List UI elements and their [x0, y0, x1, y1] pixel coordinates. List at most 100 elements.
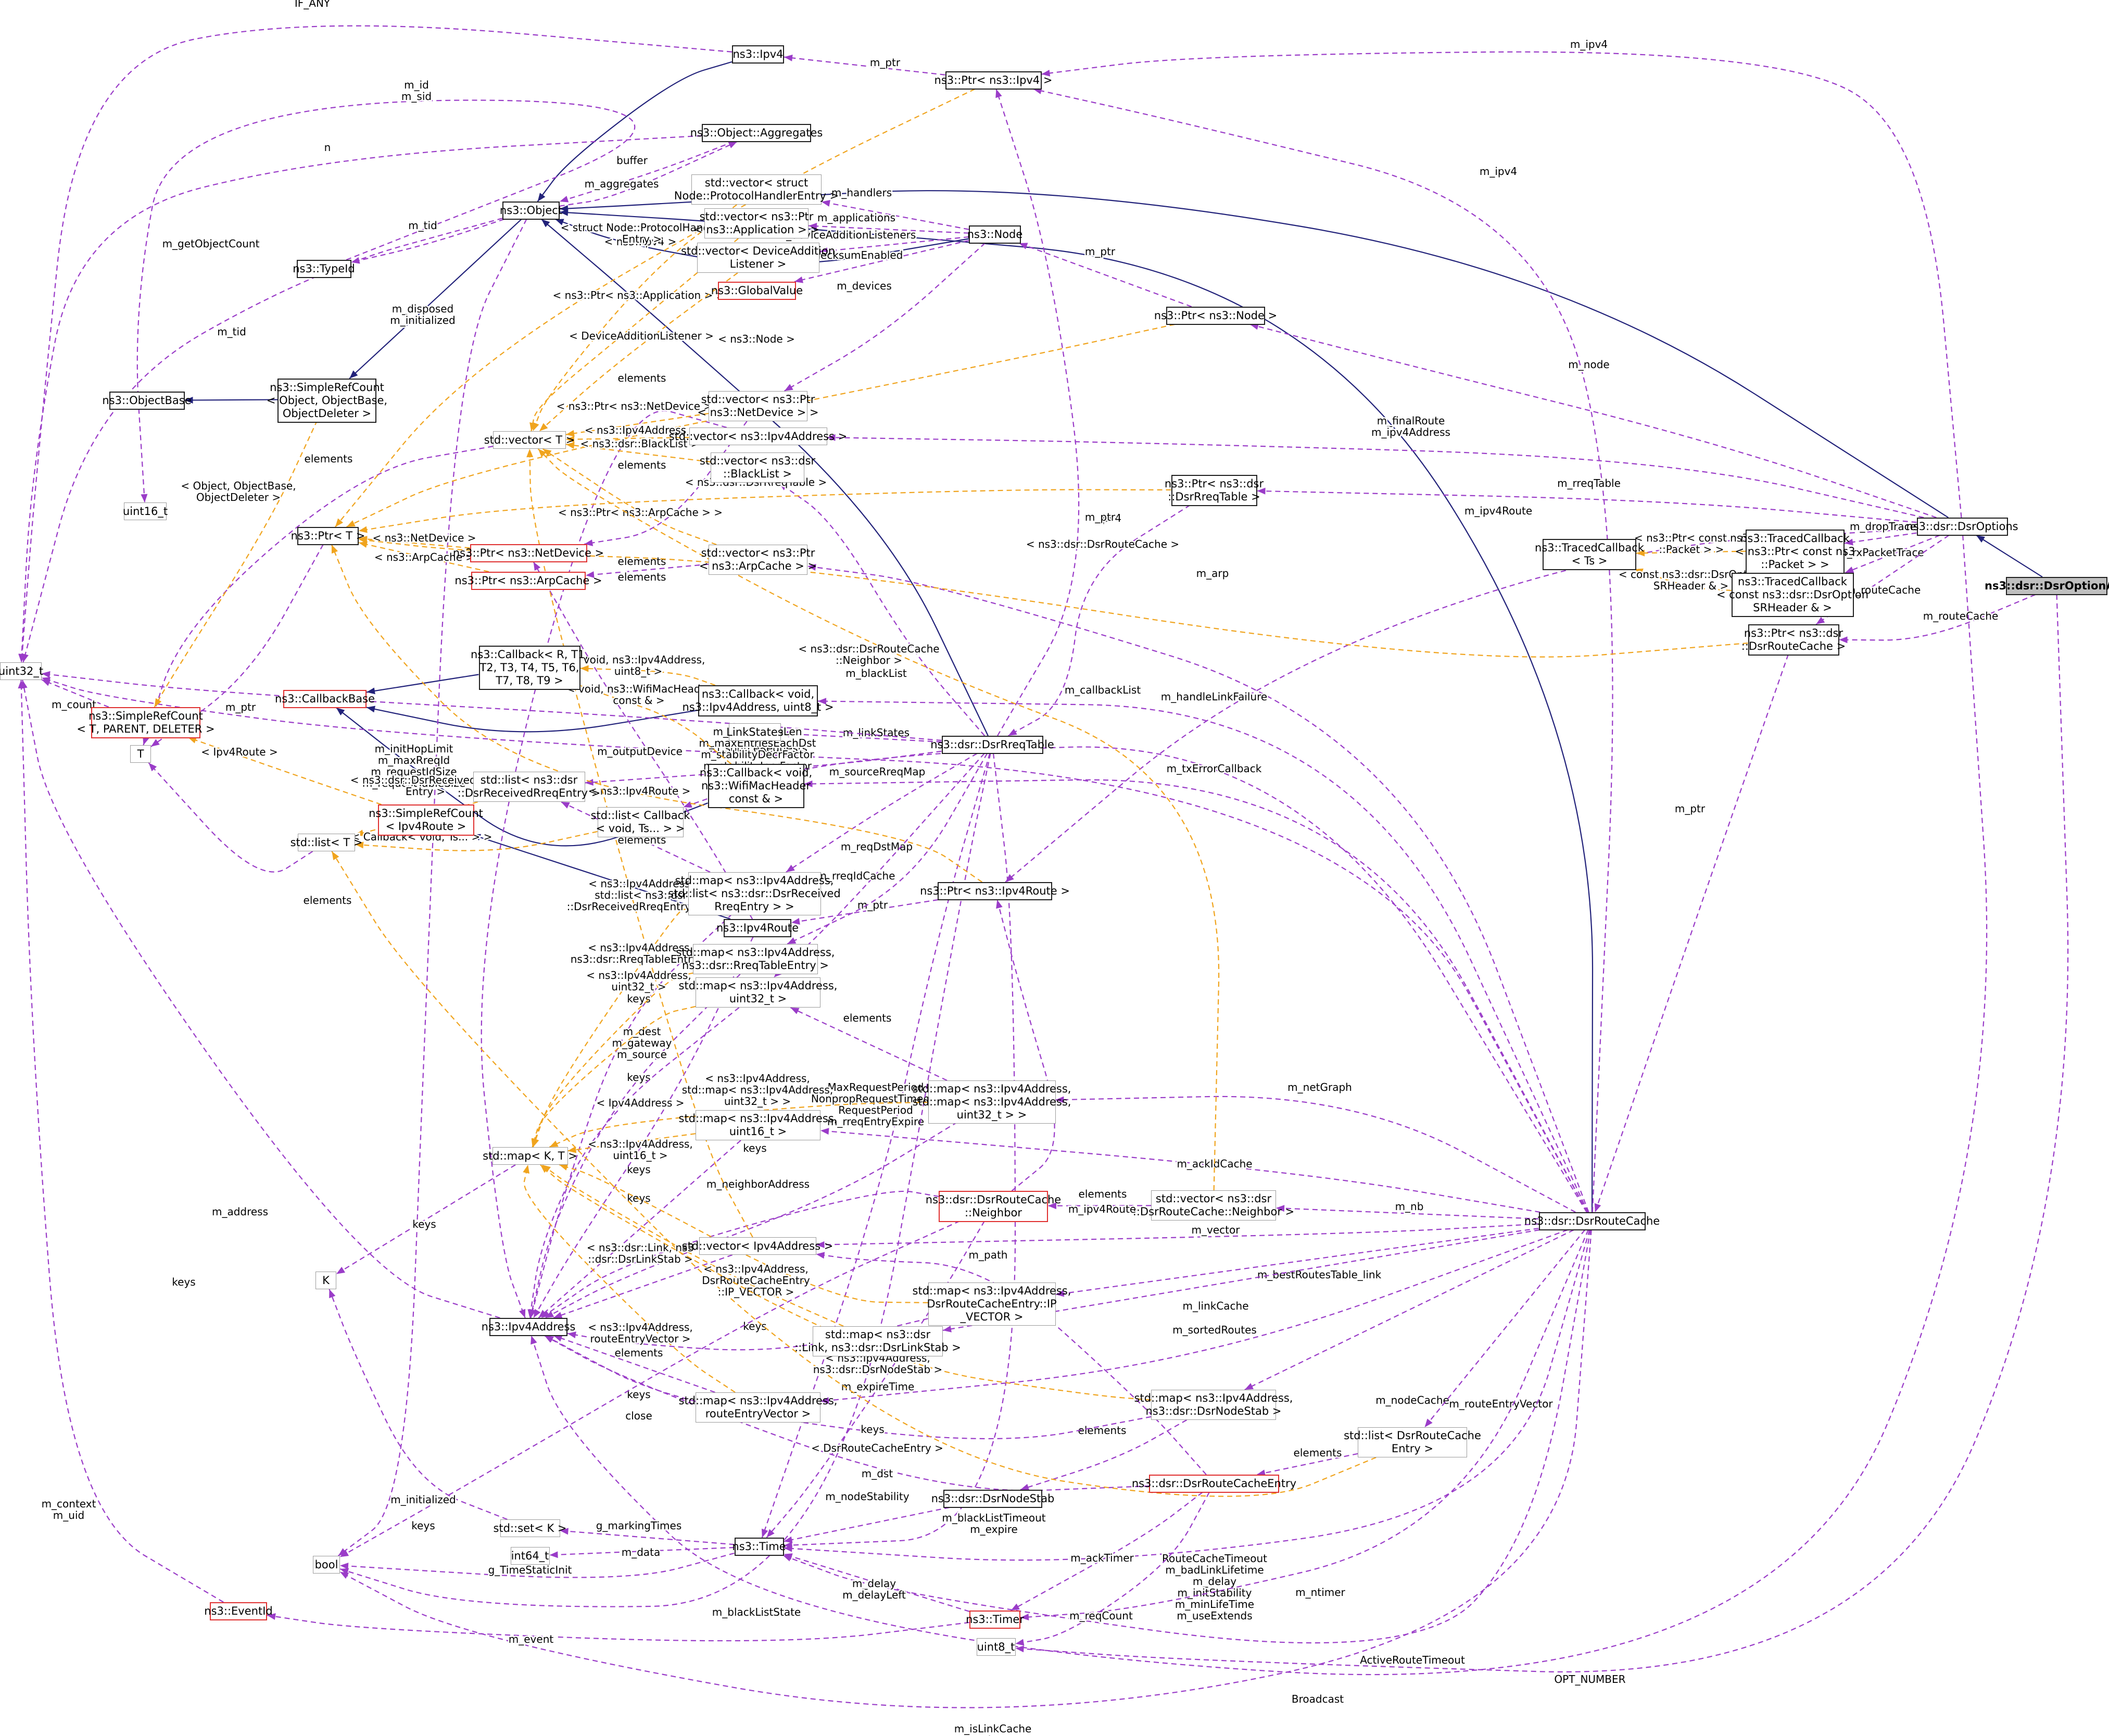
- class-node-dsroptions[interactable]: ns3::dsr::DsrOptions: [1906, 518, 2018, 536]
- arrowhead: [1845, 567, 1854, 573]
- edge: [559, 141, 738, 207]
- class-node-uint8[interactable]: uint8_t: [976, 1638, 1016, 1656]
- edge-label: m_vector: [1192, 1224, 1241, 1236]
- class-node-cb_wmh[interactable]: ns3::Callback< void, ns3::WifiMacHeader …: [700, 764, 812, 808]
- edge: [366, 707, 699, 733]
- class-node-aggregates[interactable]: ns3::Object::Aggregates: [690, 124, 823, 142]
- class-node-ptr_ipv4[interactable]: ns3::Ptr< ns3::Ipv4 >: [934, 71, 1052, 90]
- class-node-map_link[interactable]: std::map< ns3::dsr ::Link, ns3::dsr::Dsr…: [794, 1326, 961, 1356]
- class-node-objectbase[interactable]: ns3::ObjectBase: [102, 392, 192, 410]
- class-node-map_rr[interactable]: std::map< ns3::Ipv4Address, std::list< n…: [668, 872, 841, 915]
- class-node-vec_dal[interactable]: std::vector< DeviceAddition Listener >: [681, 243, 835, 273]
- class-node-src_obj[interactable]: ns3::SimpleRefCount < Object, ObjectBase…: [267, 379, 387, 423]
- class-node-tc_pkt[interactable]: ns3::TracedCallback < ns3::Ptr< const ns…: [1735, 530, 1855, 574]
- class-node-vec_nb[interactable]: std::vector< ns3::dsr ::DsrRouteCache::N…: [1133, 1190, 1294, 1221]
- edge: [529, 448, 753, 1238]
- class-node-ptr_arp[interactable]: ns3::Ptr< ns3::ArpCache >: [454, 572, 602, 590]
- edge-label: m_netGraph: [1287, 1081, 1352, 1093]
- arrowhead: [794, 276, 804, 283]
- class-node-uint16[interactable]: uint16_t: [123, 502, 168, 520]
- class-node-time[interactable]: ns3::Time: [732, 1538, 786, 1556]
- class-node-list_t[interactable]: std::list< T >: [291, 834, 362, 851]
- class-node-vec_arp[interactable]: std::vector< ns3::Ptr < ns3::ArpCache > …: [699, 545, 817, 575]
- edge-label: < DeviceAdditionListener >: [569, 330, 714, 342]
- arrowhead: [1041, 70, 1051, 77]
- class-node-cb_ip8[interactable]: ns3::Callback< void, ns3::Ipv4Address, u…: [682, 685, 834, 716]
- class-node-cb_r[interactable]: ns3::Callback< R, T1, T2, T3, T4, T5, T6…: [471, 646, 588, 690]
- class-node-ack[interactable]: ns3::dsr::DsrOptionAck: [1985, 577, 2109, 595]
- class-node-ptr_route[interactable]: ns3::Ptr< ns3::Ipv4Route >: [920, 882, 1070, 900]
- class-node-vec_app[interactable]: std::vector< ns3::Ptr < ns3::Application…: [693, 208, 819, 238]
- edge-label: keys: [411, 1519, 435, 1532]
- class-node-list_cb[interactable]: std::list< Callback < void, Ts... > >: [591, 807, 690, 837]
- class-node-vec_bl[interactable]: std::vector< ns3::dsr ::BlackList >: [700, 452, 815, 483]
- class-node-vec_ip[interactable]: std::vector< ns3::Ipv4Address >: [669, 427, 847, 445]
- class-node-ptr_nd[interactable]: ns3::Ptr< ns3::NetDevice >: [453, 544, 604, 562]
- edge: [331, 544, 982, 883]
- class-node-globalvalue[interactable]: ns3::GlobalValue: [711, 282, 803, 300]
- class-node-node[interactable]: ns3::Node: [967, 225, 1022, 244]
- class-node-ptr_rrt[interactable]: ns3::Ptr< ns3::dsr ::DsrRreqTable >: [1165, 475, 1264, 506]
- class-node-setk[interactable]: std::set< K >: [493, 1519, 567, 1537]
- class-node-linkstates[interactable]: LinkStates: [726, 723, 784, 741]
- class-node-timer[interactable]: ns3::Timer: [966, 1611, 1024, 1629]
- class-node-tbox[interactable]: T: [130, 745, 151, 763]
- class-node-routecache[interactable]: ns3::dsr::DsrRouteCache: [1524, 1212, 1660, 1230]
- class-node-vec_ph[interactable]: std::vector< struct Node::ProtocolHandle…: [674, 174, 839, 205]
- class-node-ipaddr[interactable]: ns3::Ipv4Address: [482, 1318, 575, 1336]
- class-node-map_kt[interactable]: std::map< K, T >: [483, 1147, 577, 1165]
- class-node-map_rte[interactable]: std::map< ns3::Ipv4Address, ns3::dsr::Rr…: [676, 944, 835, 974]
- edge-label: < ns3::Ptr< ns3::Application > >: [553, 289, 725, 301]
- edge: [339, 753, 991, 1607]
- edge: [942, 1229, 1540, 1331]
- class-node-list_rr[interactable]: std::list< ns3::dsr ::DsrReceivedRreqEnt…: [458, 772, 600, 802]
- arrowhead: [336, 708, 345, 715]
- class-node-typeid_[interactable]: ns3::TypeId: [293, 260, 355, 278]
- class-node-nodestab[interactable]: ns3::dsr::DsrNodeStab: [931, 1490, 1054, 1508]
- class-node-bool_[interactable]: bool: [313, 1556, 340, 1574]
- class-node-kbox[interactable]: K: [315, 1272, 336, 1289]
- class-node-map_u16[interactable]: std::map< ns3::Ipv4Address, uint16_t >: [679, 1110, 837, 1140]
- class-node-uint32[interactable]: uint32_t: [0, 662, 43, 680]
- edge: [136, 99, 636, 503]
- class-node-vec_ipplain[interactable]: std::vector< Ipv4Address >: [682, 1237, 833, 1255]
- class-node-map_ipvec[interactable]: std::map< ns3::Ipv4Address, DsrRouteCach…: [913, 1282, 1071, 1326]
- edge: [541, 1164, 844, 1327]
- class-node-tc_sr[interactable]: ns3::TracedCallback < const ns3::dsr::Ds…: [1716, 573, 1868, 617]
- class-node-ipv4[interactable]: ns3::Ipv4: [732, 45, 784, 64]
- class-node-eventid[interactable]: ns3::EventId: [204, 1602, 273, 1620]
- class-node-map_mm[interactable]: std::map< ns3::Ipv4Address, std::map< ns…: [913, 1080, 1071, 1124]
- class-node-int64[interactable]: int64_t: [510, 1547, 550, 1565]
- edge: [544, 1335, 1150, 1491]
- class-node-vec_nd[interactable]: std::vector< ns3::Ptr < ns3::NetDevice >…: [697, 391, 819, 421]
- class-node-map_rev[interactable]: std::map< ns3::Ipv4Address, routeEntryVe…: [679, 1392, 837, 1423]
- class-node-ipv4route[interactable]: ns3::Ipv4Route: [716, 919, 799, 937]
- edge: [819, 236, 969, 253]
- class-node-neighbor[interactable]: ns3::dsr::DsrRouteCache ::Neighbor: [926, 1191, 1061, 1222]
- class-node-map_ns[interactable]: std::map< ns3::Ipv4Address, ns3::dsr::Ds…: [1134, 1390, 1293, 1420]
- class-node-ptr_tt[interactable]: ns3::Ptr< T >: [291, 527, 365, 545]
- arrowhead: [804, 780, 813, 787]
- edge: [766, 1221, 985, 1538]
- class-node-cbase[interactable]: ns3::CallbackBase: [275, 690, 375, 708]
- class-node-list_rce[interactable]: std::list< DsrRouteCache Entry >: [1344, 1427, 1481, 1457]
- edge: [567, 1318, 928, 1351]
- class-node-tc_ts[interactable]: ns3::TracedCallback < Ts >: [1535, 539, 1644, 570]
- arrowhead: [141, 494, 148, 502]
- class-node-object[interactable]: ns3::Object: [500, 202, 562, 220]
- arrowhead: [683, 801, 692, 808]
- edge: [1244, 1229, 1574, 1390]
- edge-label: m_address: [212, 1205, 268, 1218]
- class-node-map_u32[interactable]: std::map< ns3::Ipv4Address, uint32_t >: [679, 977, 837, 1008]
- class-node-vec_t[interactable]: std::vector< T >: [484, 431, 575, 449]
- class-node-ptr_node[interactable]: ns3::Ptr< ns3::Node >: [1154, 307, 1277, 325]
- arrowhead: [816, 1241, 825, 1248]
- edge: [559, 141, 734, 203]
- class-node-src_route[interactable]: ns3::SimpleRefCount < Ipv4Route >: [369, 804, 483, 836]
- class-node-ptr_rc[interactable]: ns3::Ptr< ns3::dsr ::DsrRouteCache >: [1741, 624, 1846, 656]
- class-node-rcentry[interactable]: ns3::dsr::DsrRouteCacheEntry: [1132, 1475, 1296, 1493]
- class-node-rreqtable[interactable]: ns3::dsr::DsrRreqTable: [930, 736, 1054, 754]
- class-node-src_t[interactable]: ns3::SimpleRefCount < T, PARENT, DELETER…: [77, 707, 215, 738]
